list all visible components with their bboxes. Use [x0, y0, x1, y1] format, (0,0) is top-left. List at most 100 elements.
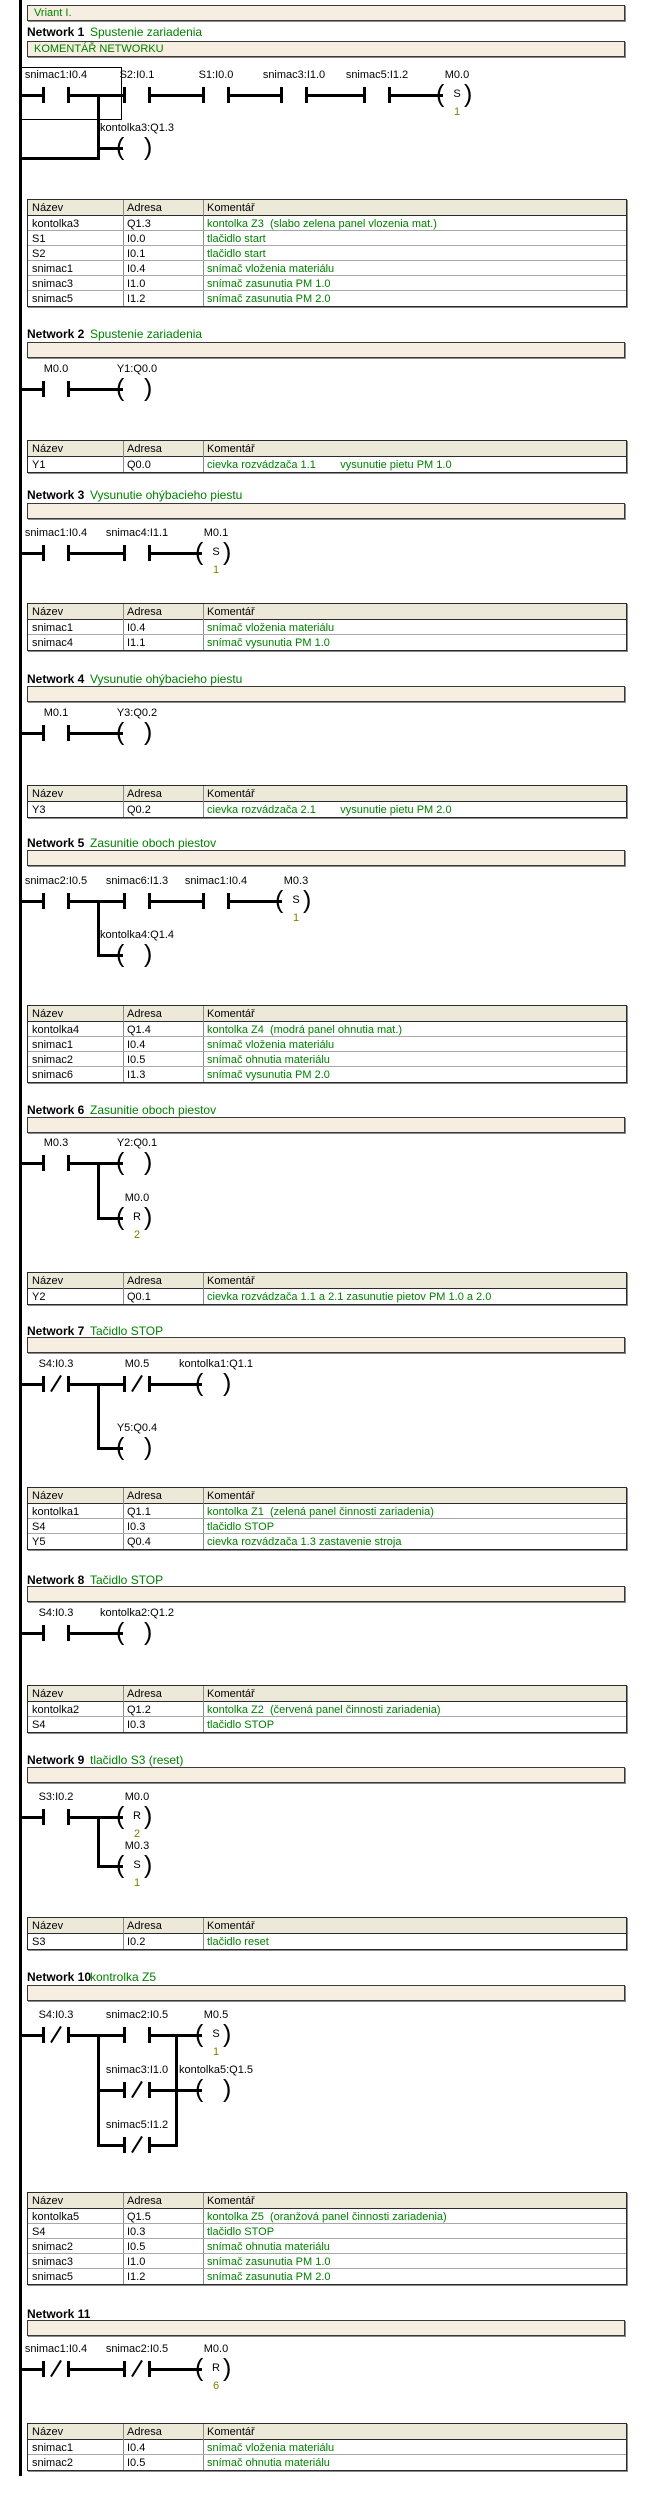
network-comment-banner[interactable]: KOMENTÁŘ NETWORKU [27, 41, 625, 57]
table-header-address: Adresa [127, 202, 162, 214]
symbol-name-cell: S1 [32, 233, 46, 245]
ladder-contact[interactable]: snimac2:I0.5 [67, 2009, 207, 2055]
ladder-contact[interactable]: M0.0 [0, 363, 126, 409]
coil-paren-right: ) [144, 133, 153, 161]
symbol-address-cell: Q0.2 [127, 804, 151, 816]
network-comment-banner[interactable] [27, 342, 625, 358]
table-column-divider [123, 786, 124, 817]
coil-paren-right: ) [144, 718, 153, 746]
ladder-contact[interactable]: snimac2:I0.5 [0, 875, 126, 921]
ladder-contact[interactable]: M0.3 [0, 1137, 126, 1183]
ladder-coil[interactable]: ()kontolka1:Q1.1 [146, 1358, 286, 1416]
ladder-contact[interactable]: snimac4:I1.1 [67, 527, 207, 573]
table-header-comment: Komentář [207, 606, 255, 618]
element-address-label: M0.3 [43, 1137, 69, 1149]
network-label[interactable]: Network 4 [27, 672, 85, 686]
ladder-coil[interactable]: ()Y5:Q0.4 [67, 1422, 207, 1480]
table-column-divider [203, 1273, 204, 1304]
network-comment-banner[interactable] [27, 503, 625, 519]
symbol-comment-cell: snímač vysunutia PM 1.0 [207, 637, 330, 649]
network-label[interactable]: Network 5 [27, 836, 85, 850]
symbol-address-cell: I0.4 [127, 622, 146, 634]
ladder-contact[interactable]: S2:I0.1 [67, 69, 207, 115]
ladder-contact[interactable]: M0.5 [67, 1358, 207, 1404]
element-address-label: S4:I0.3 [38, 1607, 74, 1619]
ladder-contact[interactable]: snimac6:I1.3 [67, 875, 207, 921]
ladder-contact[interactable]: M0.1 [0, 707, 126, 753]
network-comment-banner[interactable] [27, 850, 625, 866]
ladder-contact[interactable]: S3:I0.2 [0, 1791, 126, 1837]
wire-vertical [97, 1162, 100, 1220]
table-header-comment: Komentář [207, 1920, 255, 1932]
ladder-contact[interactable]: snimac1:I0.4 [0, 2343, 126, 2389]
network-comment-banner[interactable] [27, 1985, 625, 2001]
table-header-address: Adresa [127, 1008, 162, 1020]
network-label[interactable]: Network 7 [27, 1324, 85, 1338]
ladder-coil[interactable]: ()kontolka4:Q1.4 [67, 929, 207, 987]
ladder-contact[interactable]: snimac5:I1.2 [67, 2119, 207, 2165]
network-comment-banner[interactable] [27, 1117, 625, 1133]
network-comment-banner[interactable] [27, 1337, 625, 1353]
contact-bar-left [363, 87, 366, 103]
ladder-contact[interactable]: snimac5:I1.2 [307, 69, 447, 115]
table-row-divider [28, 2454, 626, 2455]
element-address-label: M0.1 [43, 707, 69, 719]
symbol-comment-cell: snímač vloženia materiálu [207, 1039, 335, 1051]
network-label[interactable]: Network 9 [27, 1753, 85, 1767]
element-address-label: S3:I0.2 [38, 1791, 74, 1803]
ladder-contact[interactable]: S4:I0.3 [0, 1358, 126, 1404]
network-label[interactable]: Network 6 [27, 1103, 85, 1117]
network-title: Tačidlo STOP [90, 1573, 164, 1587]
network-label[interactable]: Network 11 [27, 2307, 91, 2321]
ladder-contact[interactable]: snimac1:I0.4 [0, 69, 126, 115]
contact-bar-left [42, 1376, 45, 1392]
contact-bar-left [123, 2137, 126, 2153]
symbol-name-cell: snimac5 [32, 293, 73, 305]
symbol-address-cell: Q1.5 [127, 2211, 151, 2223]
symbol-address-cell: Q1.3 [127, 218, 151, 230]
symbol-table-header-row [28, 1006, 626, 1022]
network-label[interactable]: Network 1 [27, 25, 85, 39]
symbol-comment-cell: snímač vloženia materiálu [207, 263, 335, 275]
network-label[interactable]: Network 2 [27, 327, 85, 341]
network-comment-banner[interactable] [27, 1767, 625, 1783]
ladder-contact[interactable]: snimac1:I0.4 [0, 527, 126, 573]
ladder-contact[interactable]: S4:I0.3 [0, 2009, 126, 2055]
symbol-name-cell: kontolka5 [32, 2211, 80, 2223]
symbol-table-header-row [28, 1488, 626, 1504]
ladder-coil[interactable]: ()kontolka3:Q1.3 [67, 122, 207, 180]
symbol-name-cell: S4 [32, 1521, 46, 1533]
ladder-coil[interactable]: ()Y1:Q0.0 [67, 363, 207, 421]
table-column-divider [203, 786, 204, 817]
network-label[interactable]: Network 8 [27, 1573, 85, 1587]
network-comment-banner[interactable] [27, 686, 625, 702]
ladder-coil[interactable]: ()Y2:Q0.1 [67, 1137, 207, 1195]
ladder-contact[interactable]: S1:I0.0 [146, 69, 286, 115]
symbol-name-cell: snimac2 [32, 2457, 73, 2469]
network-label[interactable]: Network 10 [27, 1970, 92, 1984]
network-label[interactable]: Network 3 [27, 488, 85, 502]
ladder-coil[interactable]: ()Y3:Q0.2 [67, 707, 207, 765]
ladder-contact[interactable]: S4:I0.3 [0, 1607, 126, 1653]
ladder-contact[interactable]: snimac3:I1.0 [67, 2064, 207, 2110]
network-comment-banner[interactable] [27, 2320, 625, 2336]
contact-wire-mask [45, 1629, 67, 1637]
network-title: Zasunitie oboch piestov [90, 1103, 217, 1117]
ladder-contact[interactable]: snimac2:I0.5 [67, 2343, 207, 2389]
ladder-contact[interactable]: snimac1:I0.4 [146, 875, 286, 921]
ladder-coil[interactable]: ()kontolka2:Q1.2 [67, 1607, 207, 1665]
ladder-contact[interactable]: snimac3:I1.0 [224, 69, 364, 115]
ladder-coil[interactable]: ()kontolka5:Q1.5 [146, 2064, 286, 2122]
network-comment-banner[interactable] [27, 1586, 625, 1602]
table-column-divider [123, 1686, 124, 1732]
